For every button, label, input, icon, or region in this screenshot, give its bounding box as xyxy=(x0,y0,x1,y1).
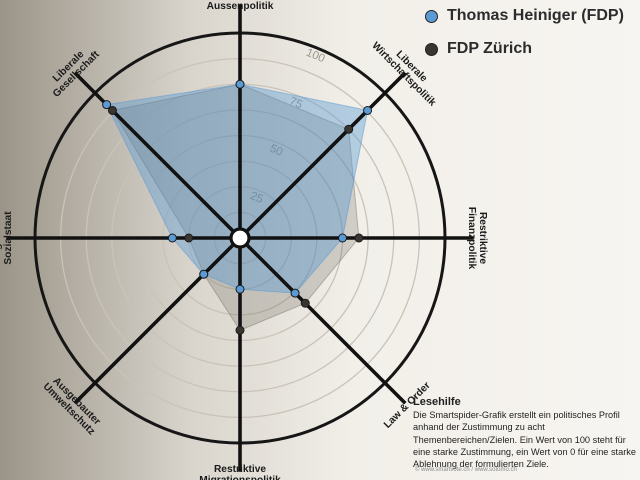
axis-label-line: Offene xyxy=(224,0,257,1)
fdp-zurich-point xyxy=(184,233,194,243)
axis-label-line: Finanzpolitik xyxy=(466,207,477,270)
heiniger-point xyxy=(338,233,347,243)
fdp-zurich-point xyxy=(300,298,310,308)
axis-label: RestriktiveMigrationspolitik xyxy=(199,464,281,480)
scale-label: 50 xyxy=(268,143,284,159)
heiniger-point xyxy=(167,233,177,243)
axis-label: OffeneAussenpolitik xyxy=(207,0,274,12)
axis-label-line: Sozialstaat xyxy=(3,211,14,265)
axis-spoke xyxy=(238,236,407,405)
axis-spoke xyxy=(73,236,242,405)
fdp-zurich-point xyxy=(354,233,364,243)
heiniger-point xyxy=(102,100,112,110)
axis-spoke xyxy=(73,71,242,240)
fdp-zurich-point xyxy=(344,124,354,134)
heiniger-point xyxy=(290,288,300,298)
legend-item-fdp-zurich: FDP Zürich xyxy=(425,40,532,58)
scale-label: 75 xyxy=(288,95,304,111)
reading-help-title: Lesehilfe xyxy=(413,396,461,408)
scale-label: 25 xyxy=(248,190,264,206)
reading-help: Lesehilfe Die Smartspider-Grafik erstell… xyxy=(413,396,637,470)
fdp-zurich-point xyxy=(107,105,117,115)
legend-item-heiniger: Thomas Heiniger (FDP) xyxy=(425,7,624,25)
axis-spoke xyxy=(238,71,407,240)
axis-label-line: Restriktive xyxy=(214,464,266,475)
legend-marker-heiniger xyxy=(425,9,438,23)
center-hub xyxy=(229,227,251,249)
axis-label-line: Ausgebauter xyxy=(0,207,3,269)
axis-label-line: Aussenpolitik xyxy=(207,1,274,12)
legend-marker-fdp-zurich xyxy=(425,42,438,56)
heiniger-point xyxy=(199,269,209,279)
legend-label-heiniger: Thomas Heiniger (FDP) xyxy=(447,7,624,24)
fdp-zurich-point xyxy=(235,325,245,335)
reading-help-text: Die Smartspider-Grafik erstellt ein poli… xyxy=(413,410,636,470)
axis-label-line: Migrationspolitik xyxy=(199,475,281,480)
heiniger-point xyxy=(235,284,245,294)
axis-label-line: Restriktive xyxy=(477,212,488,264)
legend-label-fdp-zurich: FDP Zürich xyxy=(447,40,533,57)
heiniger-point xyxy=(363,105,373,115)
copyright-footer: © www.smartvote.ch / www.sotomo.ch xyxy=(415,467,517,473)
heiniger-point xyxy=(235,79,245,89)
